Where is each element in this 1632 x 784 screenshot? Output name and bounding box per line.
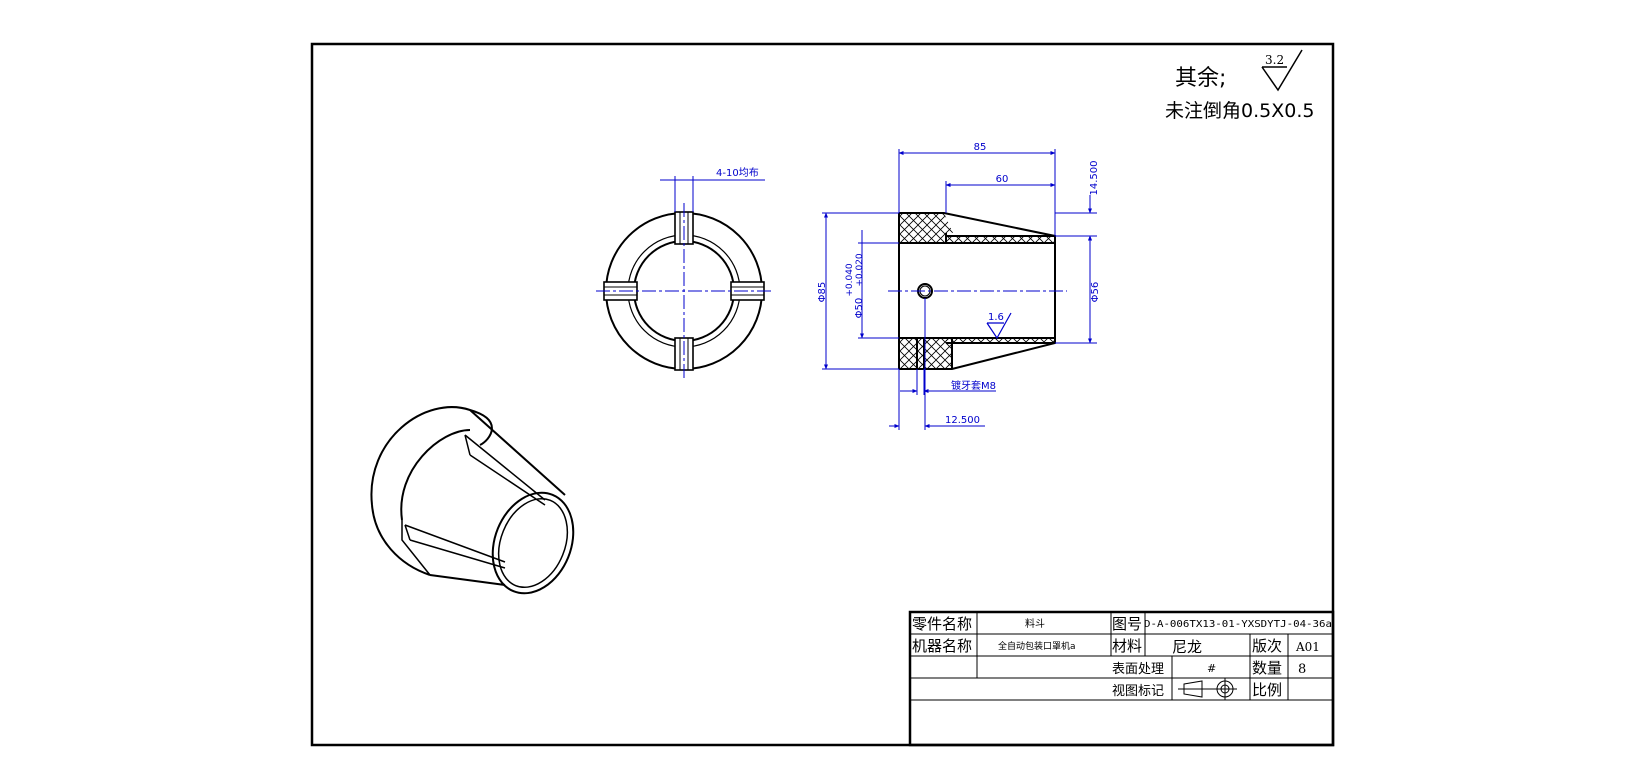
revision-label: 版次: [1252, 637, 1282, 655]
quantity-label: 数量: [1252, 659, 1282, 677]
surface-value: #: [1207, 662, 1216, 675]
machine-name-label: 机器名称: [912, 637, 972, 655]
revision-value: A01: [1295, 640, 1320, 654]
machine-name-value: 全自动包装口罩机a: [998, 640, 1076, 652]
drawing-no-value: D-A-006TX13-01-YXSDYTJ-04-36a: [1144, 619, 1332, 630]
title-block: [908, 610, 1335, 747]
dim-bore-tol-upper: +0.040: [845, 263, 855, 297]
part-name-value: 料斗: [1025, 617, 1045, 630]
section-view: 1.6: [817, 142, 1101, 430]
quantity-value: 8: [1298, 662, 1306, 677]
drawing-frame: [310, 42, 1335, 747]
dim-bore-dia: Φ50: [854, 298, 865, 319]
dim-outer-dia: Φ85: [817, 282, 828, 303]
roughness-inner-value: 1.6: [988, 312, 1004, 323]
roughness-symbol-inner: 1.6: [986, 312, 1012, 340]
chamfer-note: 未注倒角0.5X0.5: [1165, 100, 1314, 122]
dim-length-cone: 60: [996, 174, 1009, 185]
material-label: 材料: [1112, 637, 1142, 655]
drawing-no-label: 图号: [1112, 615, 1142, 633]
rest-label: 其余;: [1175, 66, 1226, 91]
dim-bore-tol-lower: +0.020: [855, 253, 865, 287]
front-slot-note: 4-10均布: [716, 167, 759, 179]
dim-cone-dia: Φ56: [1090, 282, 1101, 303]
roughness-main-value: 3.2: [1265, 53, 1284, 67]
scale-label: 比例: [1252, 681, 1282, 699]
isometric-view: [370, 406, 575, 595]
iso-front-opening: [491, 491, 575, 595]
front-view: 4-10均布: [596, 167, 772, 379]
dim-length-total: 85: [974, 142, 987, 153]
section-hatch-top: [899, 213, 953, 243]
roughness-symbol-main: 3.2: [1261, 49, 1303, 92]
surface-label: 表面处理: [1112, 662, 1164, 677]
tap-note: 镀牙套M8: [951, 379, 996, 392]
dim-top-step: 14.500: [1089, 161, 1100, 196]
dim-hole-pos: 12.500: [945, 415, 980, 426]
projection-symbol: [1178, 678, 1237, 700]
view-mark-label: 视图标记: [1112, 684, 1164, 699]
material-value: 尼龙: [1172, 638, 1202, 656]
part-name-label: 零件名称: [912, 615, 972, 633]
